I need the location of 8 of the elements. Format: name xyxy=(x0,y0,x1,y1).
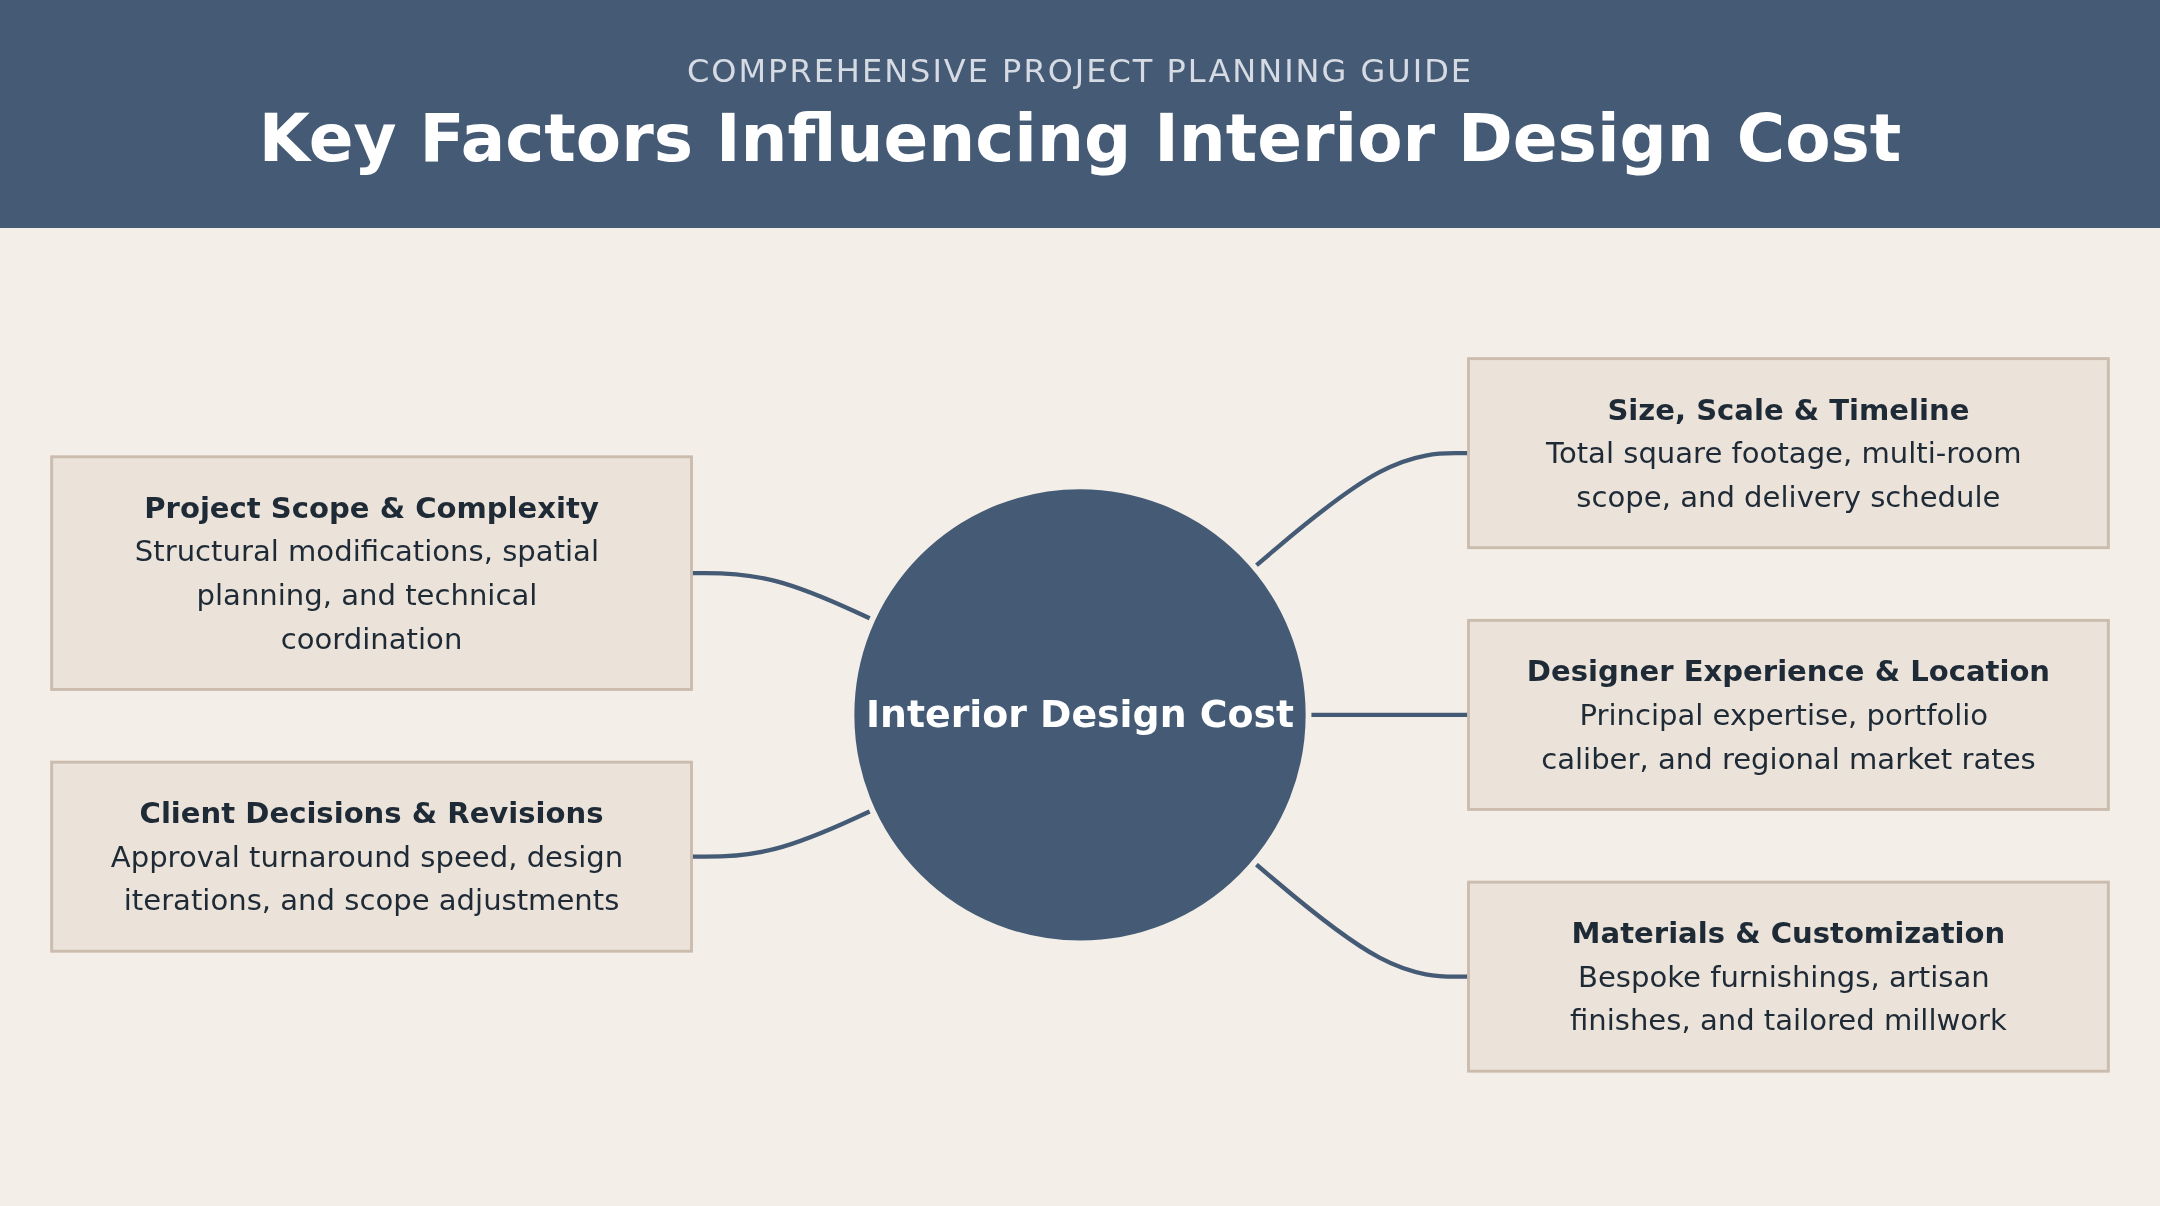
node-box: Size, Scale & Timeline Total square footage, multi-room scope, and delivery schedule xyxy=(1467,357,2110,550)
node-box: Materials & Customization Bespoke furnishings, artisan finishes, and tailored millwork xyxy=(1467,880,2110,1073)
node-box: Client Decisions & Revisions Approval turnaround speed, design iterations, and scope adjustments xyxy=(50,760,693,953)
node-box: Project Scope & Complexity Structural modifications, spatial planning, and technical coordination xyxy=(50,455,693,691)
node-box: Designer Experience & Location Principal expertise, portfolio caliber, and regional market rates xyxy=(1467,619,2110,811)
connector xyxy=(1308,712,1469,718)
title: Key Factors Influencing Interior Design Cost xyxy=(258,99,1902,177)
subtitle: COMPREHENSIVE PROJECT PLANNING GUIDE xyxy=(686,51,1474,90)
